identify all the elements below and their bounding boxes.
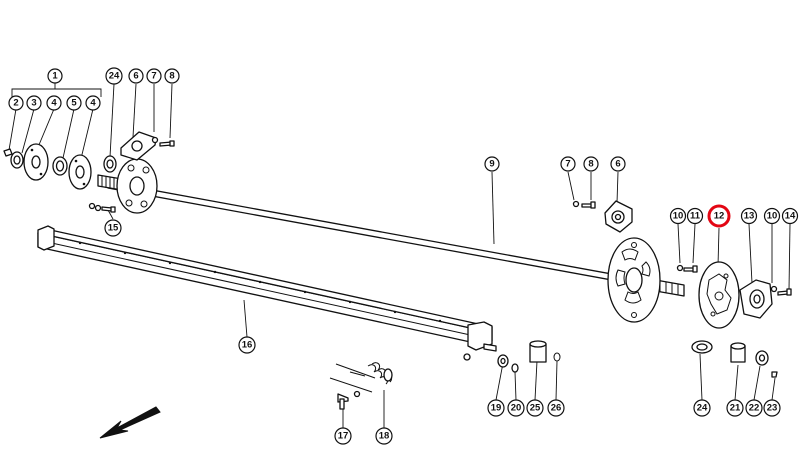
svg-text:11: 11	[690, 211, 701, 222]
direction-arrow	[99, 406, 161, 439]
callout-25[interactable]: 25	[526, 399, 544, 417]
callout-7[interactable]: 7	[146, 68, 162, 84]
svg-text:18: 18	[379, 431, 390, 442]
svg-text:6: 6	[133, 71, 138, 82]
callout-21[interactable]: 21	[726, 399, 744, 417]
svg-text:24: 24	[109, 71, 120, 82]
callout-9[interactable]: 9	[484, 156, 500, 172]
callout-14[interactable]: 14	[781, 207, 799, 225]
svg-text:10: 10	[673, 211, 684, 222]
svg-text:14: 14	[785, 211, 796, 222]
svg-text:2: 2	[13, 98, 18, 109]
right-flange	[607, 237, 661, 323]
svg-text:24: 24	[697, 403, 708, 414]
long-bar	[37, 225, 497, 361]
svg-text:16: 16	[242, 340, 253, 351]
callout-15[interactable]: 15	[104, 219, 122, 237]
svg-text:4: 4	[51, 98, 57, 109]
svg-text:7: 7	[151, 71, 156, 82]
callout-10-second[interactable]: 10	[763, 207, 781, 225]
right-parts	[676, 261, 792, 329]
svg-text:3: 3	[31, 98, 36, 109]
callout-20[interactable]: 20	[507, 399, 525, 417]
callout-16[interactable]: 16	[238, 336, 256, 354]
svg-text:17: 17	[338, 431, 349, 442]
callout-17[interactable]: 17	[334, 427, 352, 445]
svg-text:23: 23	[767, 403, 778, 414]
svg-text:20: 20	[511, 403, 522, 414]
callout-6-second[interactable]: 6	[610, 156, 626, 172]
callout-4[interactable]: 4	[46, 95, 62, 111]
callout-2[interactable]: 2	[8, 95, 24, 111]
callout-5[interactable]: 5	[66, 95, 82, 111]
callout-8-second[interactable]: 8	[583, 156, 599, 172]
svg-text:10: 10	[767, 211, 778, 222]
bar-holes	[78, 241, 442, 323]
svg-text:26: 26	[551, 403, 562, 414]
callout-24[interactable]: 24	[105, 67, 123, 85]
callout-13[interactable]: 13	[740, 207, 758, 225]
bottom-parts	[497, 340, 778, 378]
svg-text:15: 15	[108, 223, 119, 234]
svg-text:13: 13	[744, 211, 755, 222]
svg-text:19: 19	[491, 403, 502, 414]
svg-text:21: 21	[730, 403, 741, 414]
callout-26[interactable]: 26	[547, 399, 565, 417]
svg-text:22: 22	[749, 403, 760, 414]
callout-12-highlighted[interactable]: 12	[707, 204, 731, 228]
callout-18[interactable]: 18	[375, 427, 393, 445]
svg-text:25: 25	[530, 403, 541, 414]
callout-22[interactable]: 22	[745, 399, 763, 417]
svg-text:8: 8	[169, 71, 174, 82]
svg-text:6: 6	[615, 159, 620, 170]
callout-8[interactable]: 8	[164, 68, 180, 84]
callout-3[interactable]: 3	[26, 95, 42, 111]
callout-4-second[interactable]: 4	[85, 95, 101, 111]
callout-19[interactable]: 19	[487, 399, 505, 417]
svg-text:1: 1	[52, 71, 58, 82]
callouts: 1 2 3 4 5 4 24 6 7 8 15 9 7 8 6 10 11 12…	[8, 67, 799, 445]
spring-parts	[329, 362, 393, 410]
svg-text:12: 12	[714, 211, 725, 222]
callout-11[interactable]: 11	[686, 207, 704, 225]
callout-7-second[interactable]: 7	[560, 156, 576, 172]
callout-6[interactable]: 6	[128, 68, 144, 84]
svg-text:9: 9	[489, 159, 494, 170]
svg-text:4: 4	[90, 98, 96, 109]
svg-text:5: 5	[71, 98, 77, 109]
left-parts	[3, 131, 175, 213]
svg-text:8: 8	[588, 159, 593, 170]
leader-lines	[8, 83, 791, 428]
left-flange	[116, 158, 158, 214]
callout-1[interactable]: 1	[47, 68, 63, 84]
callout-10[interactable]: 10	[669, 207, 687, 225]
shaft-bracket-parts	[572, 200, 633, 233]
callout-23[interactable]: 23	[763, 399, 781, 417]
callout-24-second[interactable]: 24	[693, 399, 711, 417]
svg-text:7: 7	[565, 159, 570, 170]
